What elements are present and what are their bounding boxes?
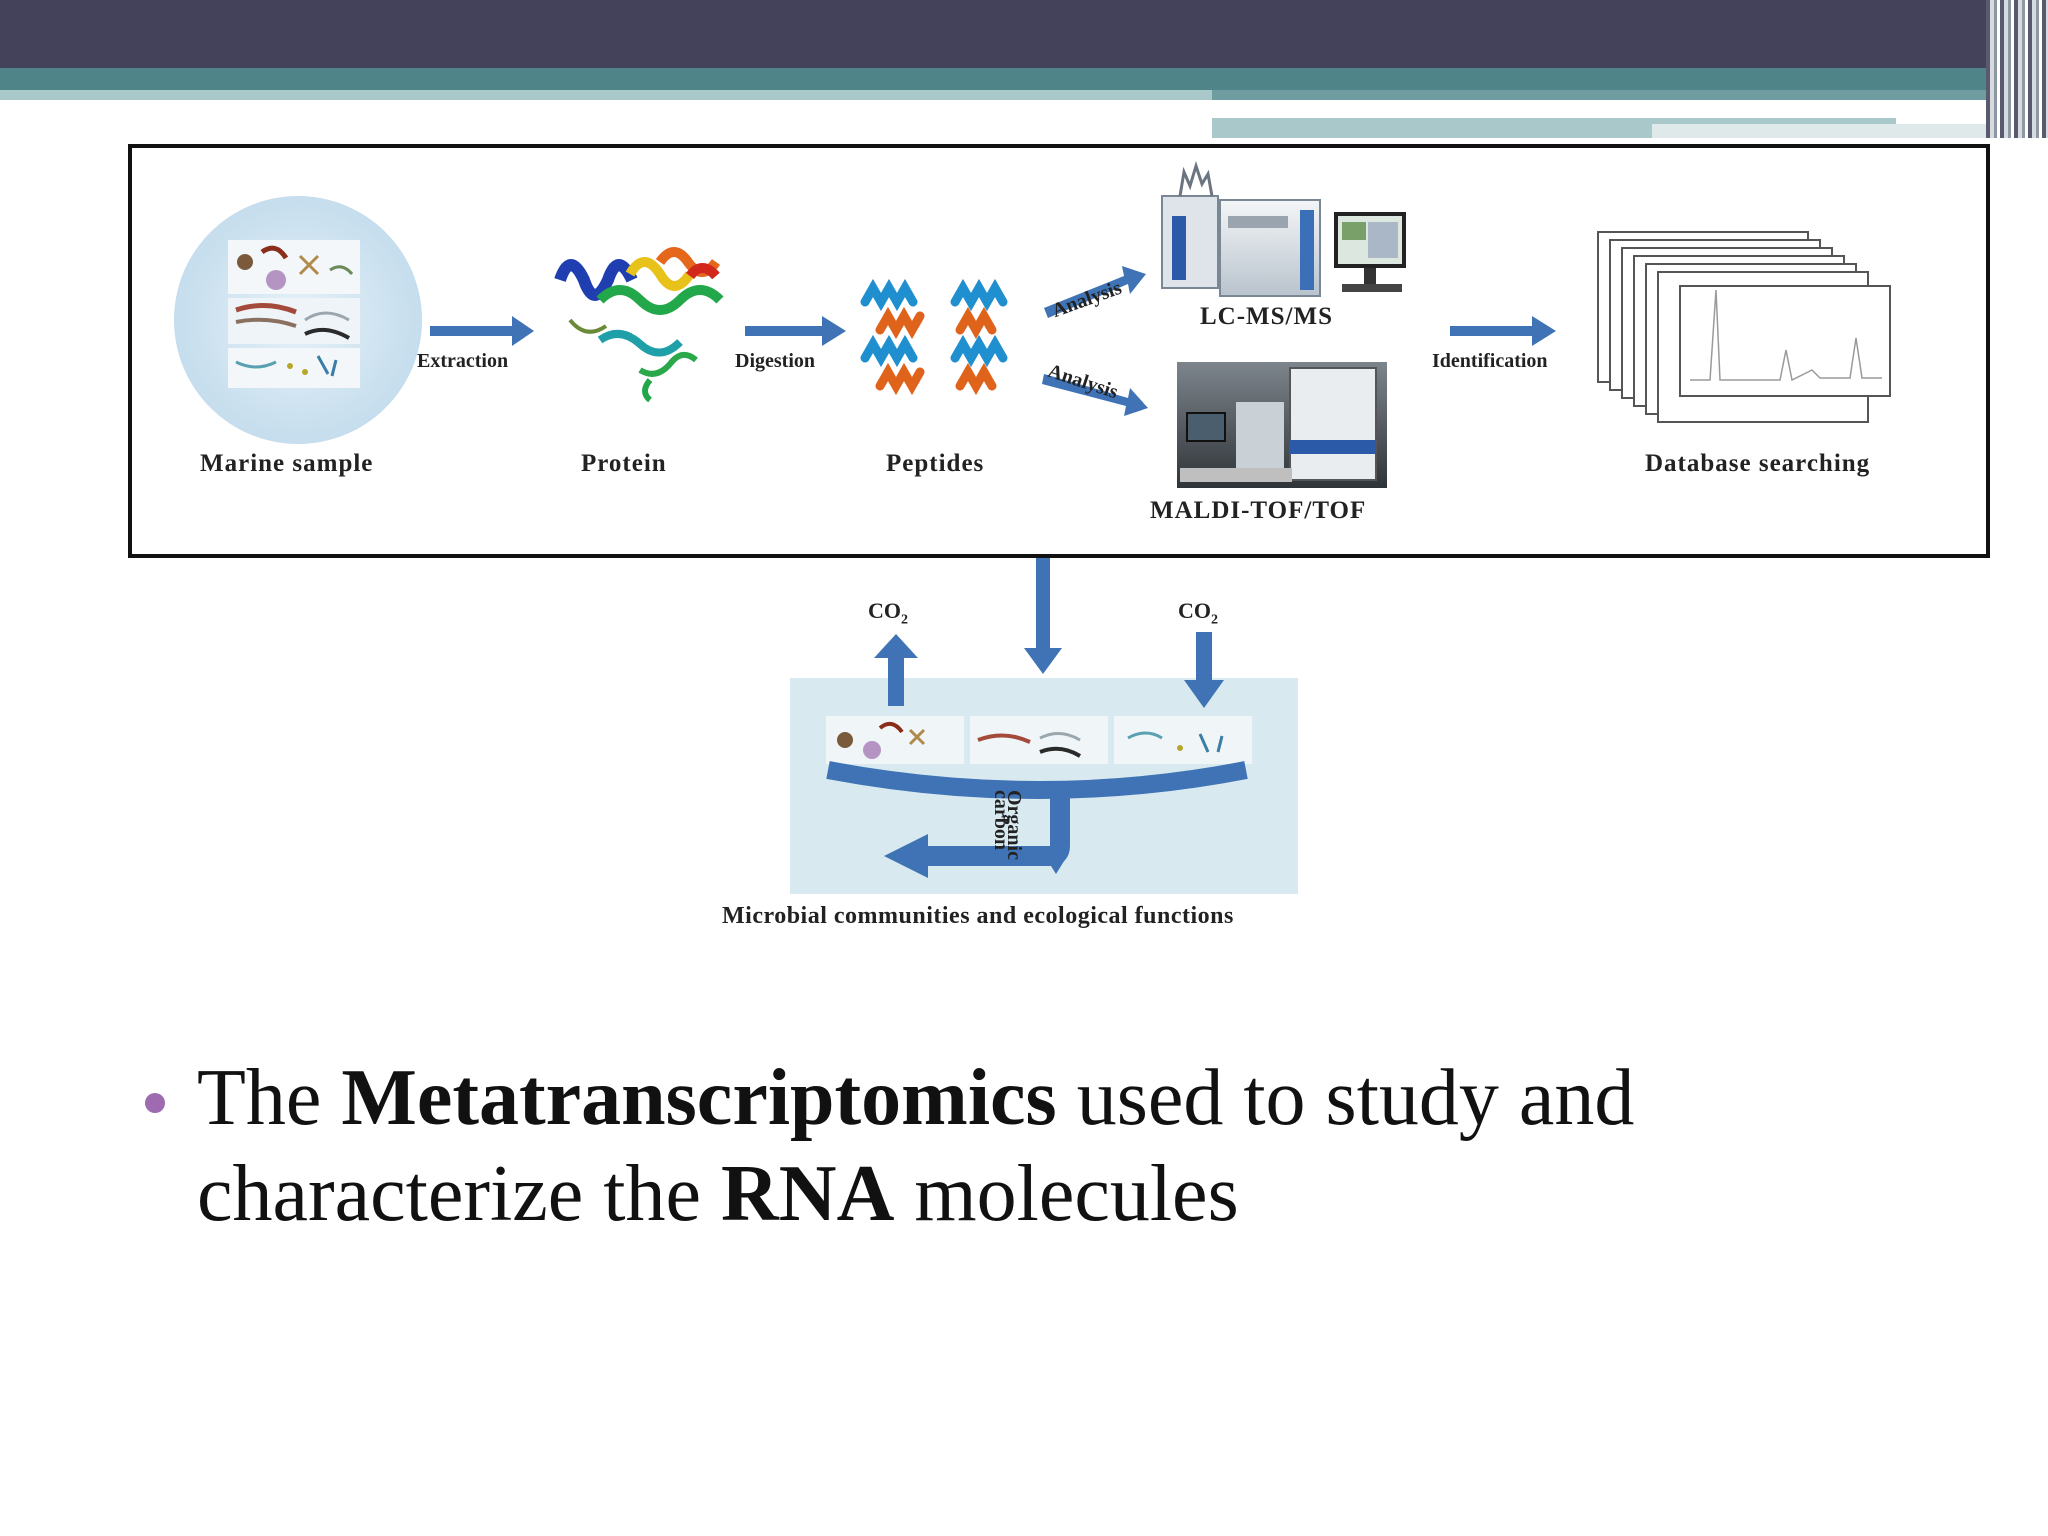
header-edge-stripes	[1986, 0, 2048, 138]
co2-left-up-arrow	[874, 634, 918, 706]
label-maldi: MALDI-TOF/TOF	[1150, 497, 1367, 524]
label-protein: Protein	[581, 450, 667, 477]
microbes-strip-icon	[826, 716, 1252, 764]
label-marine-sample: Marine sample	[200, 450, 374, 477]
label-co2-left: CO2	[868, 598, 908, 628]
label-digestion: Digestion	[735, 350, 815, 372]
label-peptides: Peptides	[886, 450, 985, 477]
lcms-instrument-icon	[1161, 161, 1406, 297]
bullet-text: The Metatranscriptomics used to study an…	[197, 1050, 1847, 1242]
label-carbon: carbon	[990, 790, 1012, 850]
header-band-stripe	[1212, 112, 1896, 118]
co2-right-down-arrow	[1184, 632, 1224, 708]
bullet-text-part3: molecules	[894, 1150, 1239, 1238]
header-band-mid	[1212, 90, 2010, 100]
maldi-instrument-icon	[1177, 362, 1387, 488]
bullet-point-marker	[145, 1093, 165, 1113]
database-searching-icon	[1597, 231, 1891, 423]
bullet-term-metatranscriptomics: Metatranscriptomics	[341, 1054, 1057, 1142]
extraction-arrow	[430, 316, 534, 346]
digestion-arrow	[745, 316, 846, 346]
label-microbial-communities: Microbial communities and ecological fun…	[722, 903, 1234, 929]
label-database-searching: Database searching	[1645, 450, 1871, 477]
bullet-text-part2: used to study and characterize the	[197, 1054, 1635, 1238]
peptides-icon	[860, 278, 1008, 396]
header-band-teal	[0, 68, 2010, 90]
header-band-fade	[1652, 124, 1992, 138]
label-lcms: LC-MS/MS	[1200, 303, 1333, 330]
header-bar	[0, 0, 2048, 68]
identification-arrow	[1450, 316, 1556, 346]
bullet-text-part1: The	[197, 1054, 342, 1142]
organic-carbon-arrow	[826, 761, 1248, 878]
frame-down-arrow	[1024, 558, 1062, 674]
label-identification: Identification	[1432, 350, 1548, 372]
protein-structure-icon	[554, 247, 724, 403]
analysis-top-arrow	[1044, 266, 1146, 318]
header-band-light-left	[0, 90, 1212, 100]
label-extraction: Extraction	[417, 350, 509, 372]
label-co2-right: CO2	[1178, 598, 1218, 628]
bullet-term-rna: RNA	[721, 1150, 895, 1238]
analysis-bottom-arrow	[1042, 374, 1148, 416]
marine-sample-icon	[174, 196, 422, 444]
